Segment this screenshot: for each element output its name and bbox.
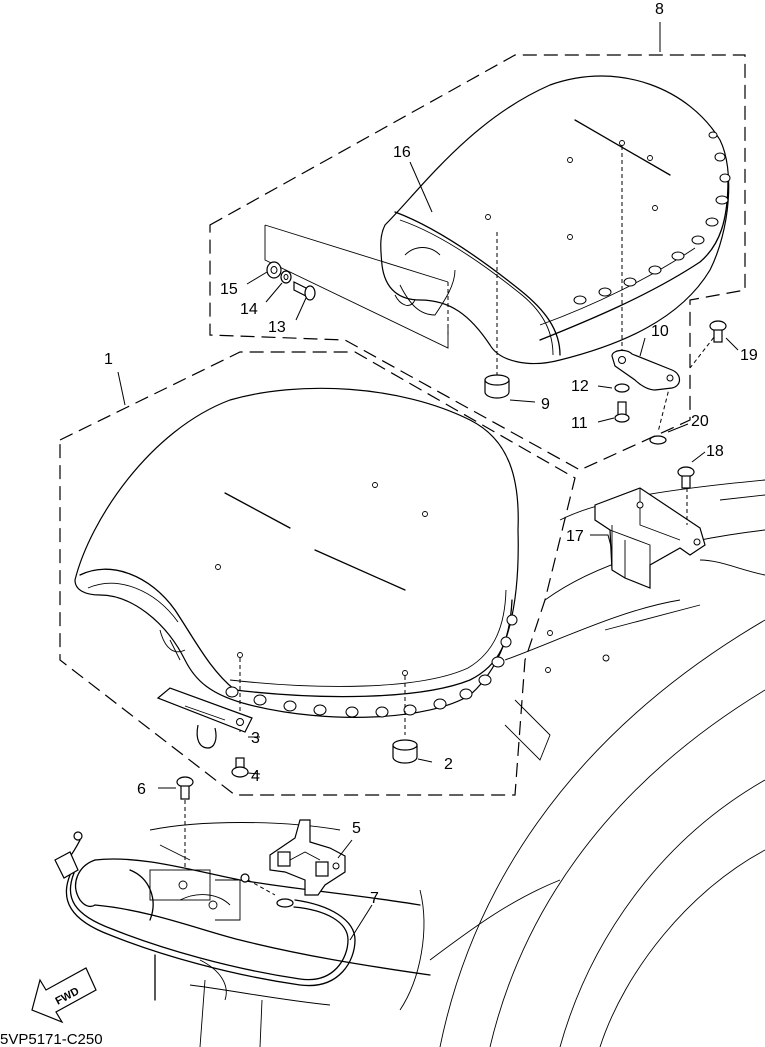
- callout-19: 19: [740, 347, 758, 364]
- rider-seat-assembly: [59, 351, 576, 796]
- callout-10: 10: [651, 323, 669, 340]
- bracket-10: [611, 349, 681, 391]
- callout-2: 2: [444, 756, 453, 773]
- callout-12: 12: [571, 378, 589, 395]
- callout-14: 14: [240, 301, 258, 318]
- frame-background: [75, 479, 765, 1047]
- callout-6: 6: [137, 781, 146, 798]
- callout-13: 13: [268, 319, 286, 336]
- rider-studs: [215, 482, 518, 718]
- cable-7: [54, 831, 356, 987]
- callout-9: 9: [541, 396, 550, 413]
- callout-18: 18: [706, 443, 724, 460]
- pillion-seat: [380, 75, 730, 365]
- washer-12: [614, 383, 630, 393]
- callout-16: 16: [393, 144, 411, 161]
- pillion-seat-assembly: [209, 54, 746, 471]
- callout-4: 4: [251, 768, 260, 785]
- pillion-assembly-boundary: [209, 54, 746, 471]
- bolt-19: [709, 320, 727, 343]
- drawing-code: 5VP5171-C250: [0, 1031, 103, 1047]
- screw-13: [293, 281, 316, 301]
- bolt-11: [614, 401, 630, 423]
- pillion-studs: [485, 131, 731, 305]
- washer-20: [649, 435, 667, 445]
- damper-2: [392, 739, 418, 764]
- rider-seat: [74, 387, 519, 718]
- callout-5: 5: [352, 820, 361, 837]
- leader-lines: [117, 22, 739, 941]
- callout-7: 7: [370, 890, 379, 907]
- nut-14: [280, 270, 292, 284]
- bracket-3: [156, 687, 253, 749]
- callout-20: 20: [691, 413, 709, 430]
- bracket-17: [594, 487, 706, 589]
- seat-lock-5: [240, 819, 346, 896]
- callout-15: 15: [220, 281, 238, 298]
- callout-1: 1: [104, 351, 113, 368]
- bolt-18: [677, 466, 695, 489]
- washer-15: [266, 261, 282, 279]
- rider-assembly-boundary: [59, 351, 576, 796]
- damper-9: [484, 374, 510, 399]
- fwd-arrow-icon: FWD: [31, 967, 97, 1024]
- callout-3: 3: [251, 730, 260, 747]
- callout-11: 11: [571, 415, 588, 432]
- callout-8: 8: [655, 1, 664, 18]
- callout-17: 17: [566, 528, 584, 545]
- bolt-4: [231, 757, 249, 778]
- bolt-6: [176, 776, 194, 870]
